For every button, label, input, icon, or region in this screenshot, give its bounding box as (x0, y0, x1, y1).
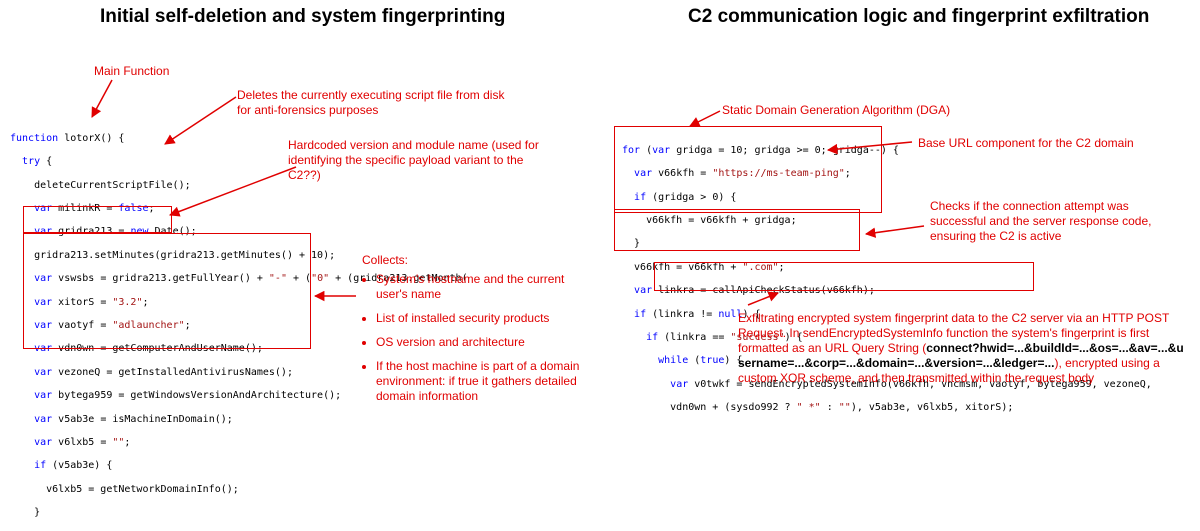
arrow-hardcoded (169, 166, 297, 217)
list-item: If the host machine is part of a domain … (376, 359, 594, 404)
code-line: v6lxb5 = getNetworkDomainInfo(); (10, 483, 239, 495)
list-item: System's hostname and the current user's… (376, 272, 594, 302)
version-module-box (23, 206, 172, 233)
annotation-arrows (91, 79, 925, 306)
code-line: for (var gridga = 10; gridga >= 0; gridg… (622, 144, 899, 156)
list-item: List of installed security products (376, 311, 594, 326)
code-line: var bytega959 = getWindowsVersionAndArch… (34, 390, 342, 402)
code-line: var v0twkf = sendEncryptedSystemInfo(v66… (670, 378, 1152, 390)
code-line: } (622, 238, 641, 250)
code-line: gridra213.setMinutes(gridra213.getMinute… (10, 249, 336, 261)
dga-annotation: Static Domain Generation Algorithm (DGA) (722, 103, 951, 117)
collects-title: Collects: (362, 253, 409, 267)
code-line: var v6lxb5 = ""; (34, 436, 131, 448)
dga-box (614, 126, 882, 213)
arrow-main (91, 79, 113, 118)
code-line: v66kfh = v66kfh + gridga; (622, 214, 797, 226)
main-function-annotation: Main Function (94, 64, 170, 78)
code-line: vdn0wn + (sysdo992 ? " *" : ""), v5ab3e,… (622, 402, 1014, 414)
right-title: C2 communication logic and fingerprint e… (688, 6, 1150, 27)
collects-annotation: Collects: System's hostname and the curr… (362, 253, 594, 413)
code-line: var vswsbs = gridra213.getFullYear() + "… (34, 273, 468, 285)
code-line: try { (22, 156, 53, 168)
code-line: var gridra213 = new Date(); (34, 226, 197, 238)
code-line: var v66kfh = "https://ms-team-ping"; (634, 168, 851, 180)
arrow-base-url (826, 141, 913, 155)
code-line: var xitorS = "3.2"; (34, 296, 149, 308)
code-line: if (linkra != null) { (634, 308, 761, 320)
connection-check-box (614, 209, 860, 251)
code-line: var vezoneQ = getInstalledAntivirusNames… (34, 366, 293, 378)
left-title: Initial self-deletion and system fingerp… (100, 6, 506, 27)
code-line: function lotorX() { (10, 132, 125, 144)
checks-annotation: Checks if the connection attempt was suc… (930, 199, 1152, 243)
deletes-annotation: Deletes the currently executing script f… (237, 88, 505, 117)
code-line: deleteCurrentScriptFile(); (10, 179, 191, 191)
arrow-dga (689, 110, 721, 127)
list-item: OS version and architecture (376, 335, 594, 350)
code-line: if (v5ab3e) { (34, 460, 113, 472)
base-url-annotation: Base URL component for the C2 domain (918, 136, 1134, 150)
exfiltration-annotation: Exfiltrating encrypted system fingerprin… (738, 311, 1184, 385)
arrow-delete (164, 96, 237, 145)
collects-box (23, 233, 311, 349)
code-line: if (gridga > 0) { (634, 191, 737, 203)
code-line: var v5ab3e = isMachineInDomain(); (34, 413, 233, 425)
code-line: while (true) { (658, 355, 743, 367)
code-line: if (linkra == "success") { (646, 331, 803, 343)
exfiltration-box (654, 262, 1034, 291)
code-line: var vaotyf = "adlauncher"; (34, 319, 191, 331)
collects-list: System's hostname and the current user's… (362, 272, 594, 404)
arrow-exfiltration (747, 291, 779, 306)
code-line: v66kfh = v66kfh + ".com"; (622, 261, 785, 273)
hardcoded-annotation: Hardcoded version and module name (used … (288, 138, 539, 182)
arrow-checks (864, 225, 925, 238)
code-line: } (10, 507, 41, 519)
code-line: var milinkR = false; (34, 202, 155, 214)
